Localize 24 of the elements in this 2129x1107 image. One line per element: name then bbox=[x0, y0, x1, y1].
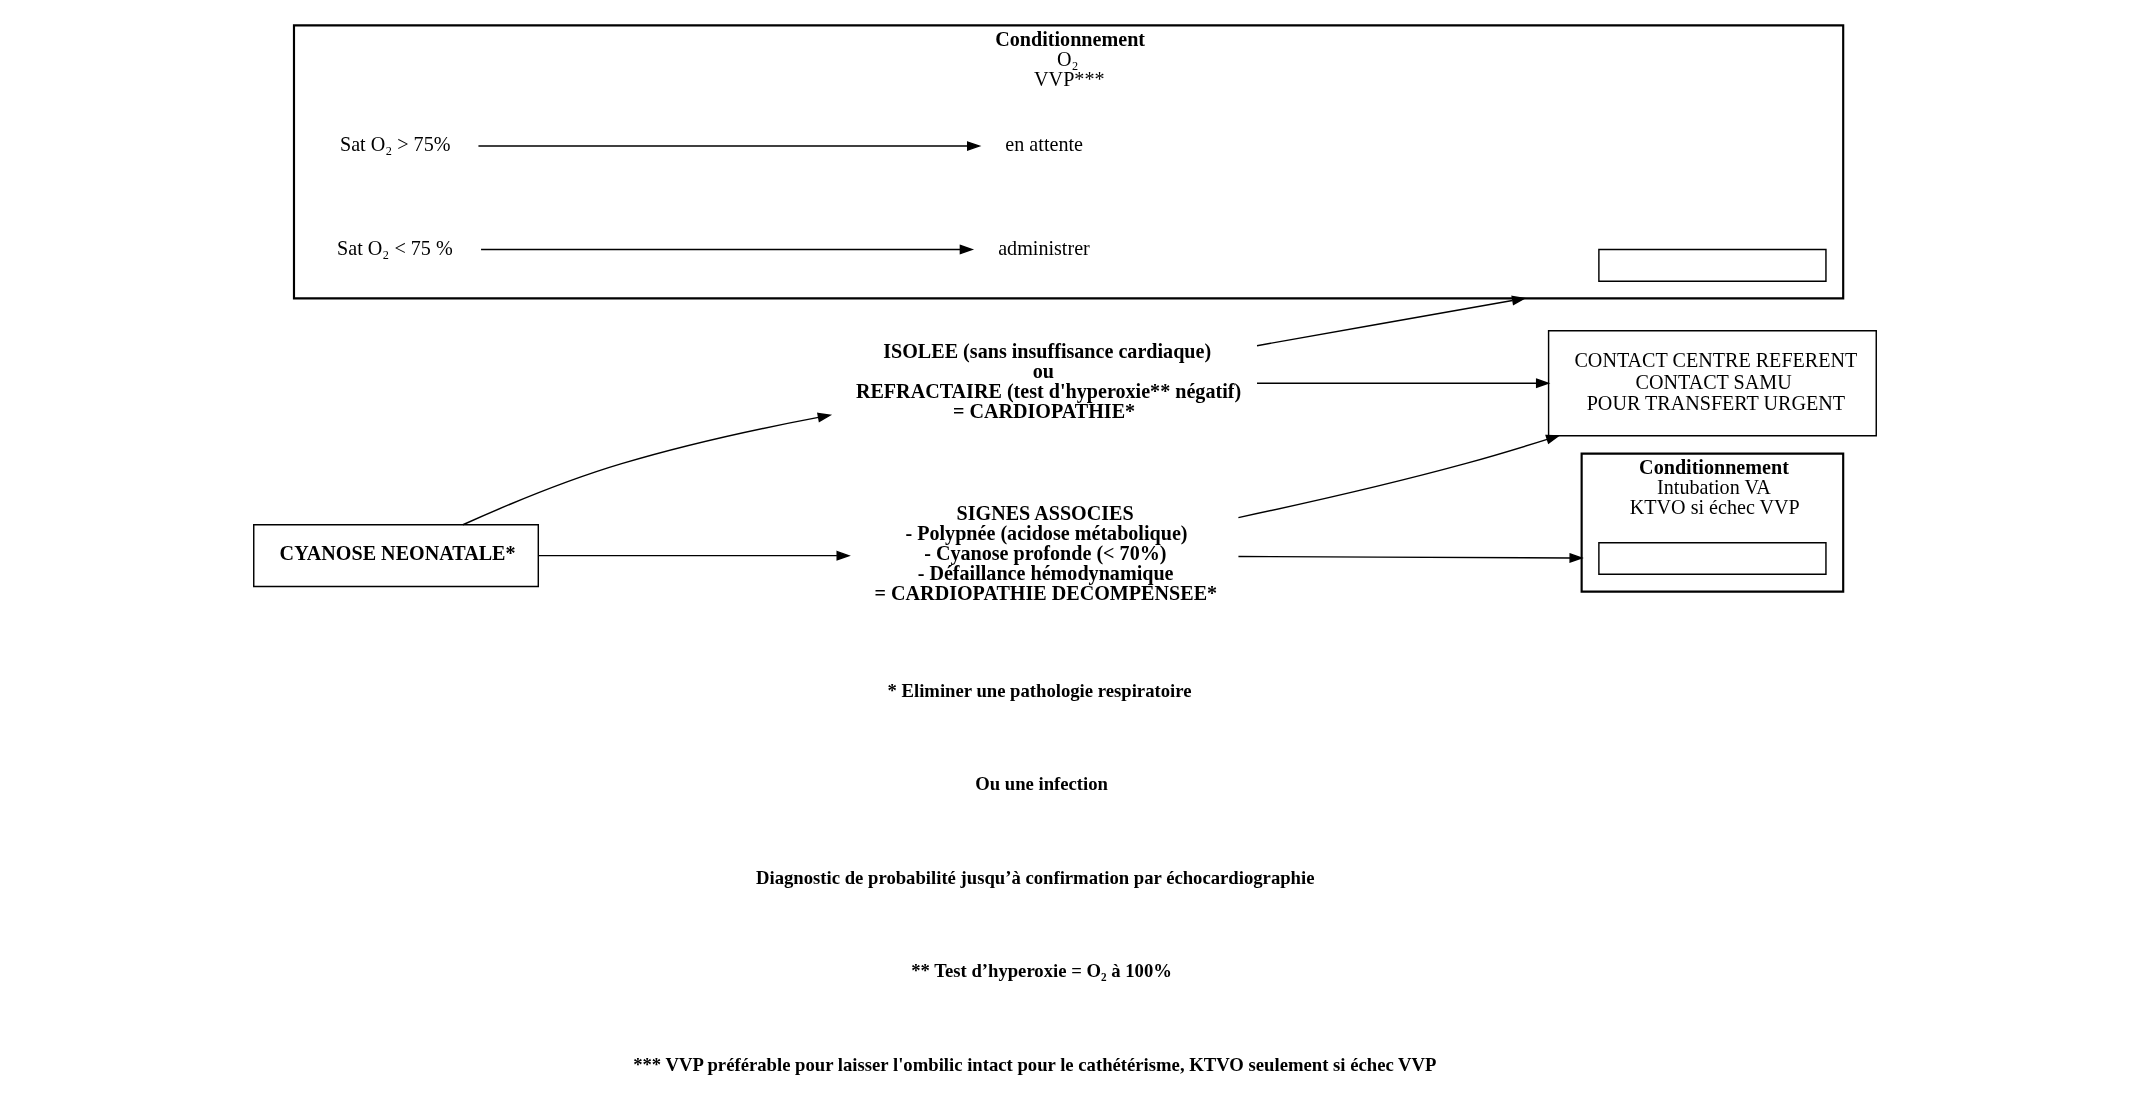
node-text: administrer bbox=[997, 236, 1090, 259]
arrow bbox=[1255, 378, 1550, 389]
label: *** VVP préférable pour laisser l'ombilic intact pour le cathétérisme, KTVO seulement si échec VVP bbox=[632, 1053, 1436, 1075]
node-text: ISOLEE (sans insuffisance cardiaque) ou REFRACTAIRE (test d'hyperoxie** négatif) = CARDIOPATHIE* bbox=[855, 339, 1241, 422]
node-box bbox=[1597, 248, 1827, 282]
node-text: Sat O₂ > 75% bbox=[339, 133, 450, 156]
node-box: CONTACT CENTRE REFERENT CONTACT SAMU POUR TRANSFERT URGENT bbox=[1547, 330, 1877, 437]
node-box bbox=[1597, 542, 1827, 576]
label: * Eliminer une pathologie respiratoire bbox=[887, 680, 1191, 702]
arrow bbox=[461, 412, 832, 526]
node-text: SIGNES ASSOCIES - Polypnée (acidose métabolique) - Cyanose profonde (< 70%) - Défaillance hémodynamique = CARDIOPATHIE DECOMPENSEE* bbox=[874, 502, 1217, 605]
node-box: CYANOSE NEONATALE* bbox=[252, 524, 539, 588]
cluster: Conditionnement Intubation VA KTVO si échec VVP bbox=[1580, 452, 1844, 593]
arrow bbox=[1237, 552, 1584, 563]
arrow bbox=[479, 244, 974, 255]
node-text: Sat O₂ < 75 % bbox=[336, 236, 453, 259]
label: ** Test d’hyperoxie = O₂ à 100% bbox=[910, 960, 1172, 982]
label: Ou une infection bbox=[974, 773, 1108, 795]
arrow bbox=[477, 141, 981, 152]
arrow bbox=[1255, 295, 1526, 347]
arrow bbox=[1237, 434, 1560, 519]
label: Diagnostic de probabilité jusqu’à confirmation par échocardiographie bbox=[755, 866, 1314, 888]
node-text: en attente bbox=[1004, 133, 1083, 156]
arrow bbox=[537, 550, 851, 561]
